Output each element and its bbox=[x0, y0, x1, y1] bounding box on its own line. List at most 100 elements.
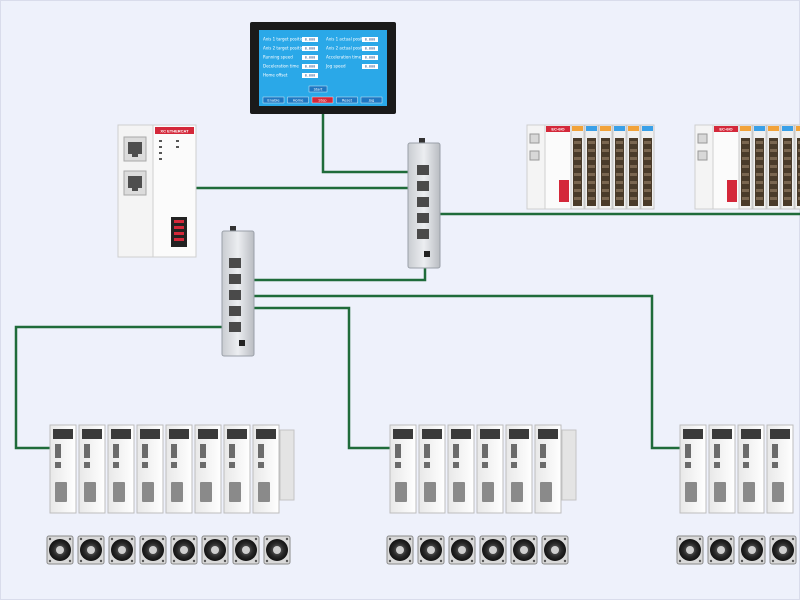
servo-motor[interactable] bbox=[676, 535, 704, 565]
hmi-row-label: Jog speed bbox=[325, 64, 346, 69]
io-module bbox=[570, 124, 585, 210]
servo-drive[interactable] bbox=[165, 424, 193, 514]
servo-motor[interactable] bbox=[417, 535, 445, 565]
servo-drive[interactable] bbox=[708, 424, 736, 514]
io-eth-port[interactable] bbox=[529, 150, 540, 161]
hmi-value-field[interactable] bbox=[302, 73, 318, 78]
controller-eth-port-2[interactable] bbox=[123, 170, 147, 196]
switch-antenna bbox=[419, 138, 425, 144]
servo-drive-connector bbox=[171, 444, 177, 458]
servo-motor[interactable] bbox=[77, 535, 105, 565]
servo-motor[interactable] bbox=[232, 535, 260, 565]
servo-motor[interactable] bbox=[108, 535, 136, 565]
servo-drive[interactable] bbox=[389, 424, 417, 514]
servo-drive[interactable] bbox=[107, 424, 135, 514]
hmi-row-label: Axis 2 target position bbox=[263, 46, 306, 51]
servo-drive-connector bbox=[113, 462, 119, 468]
servo-drive[interactable] bbox=[505, 424, 533, 514]
hmi-value: 0.000 bbox=[365, 38, 376, 42]
hmi-value-field[interactable] bbox=[302, 64, 318, 69]
switch-ports[interactable] bbox=[229, 258, 241, 332]
servo-drive[interactable] bbox=[49, 424, 77, 514]
hmi-bottom-button-label: Enable bbox=[267, 98, 280, 102]
servo-motor[interactable] bbox=[386, 535, 414, 565]
servo-drive[interactable] bbox=[737, 424, 765, 514]
hmi-row-label: Axis 2 actual position bbox=[326, 46, 369, 51]
servo-motor[interactable] bbox=[139, 535, 167, 565]
servo-drive-connector bbox=[395, 462, 401, 468]
servo-motor[interactable] bbox=[448, 535, 476, 565]
remote-io-station[interactable]: EC-6IO bbox=[694, 124, 800, 210]
hmi-start-button[interactable]: Start bbox=[308, 85, 328, 93]
io-module bbox=[598, 124, 613, 210]
hmi-value-field[interactable] bbox=[362, 46, 378, 51]
hmi-value-field[interactable] bbox=[362, 64, 378, 69]
remote-io-station[interactable]: EC-6IO bbox=[526, 124, 655, 210]
plc-controller[interactable]: XC ETHERCAT bbox=[117, 124, 197, 258]
hmi-value-field[interactable] bbox=[362, 55, 378, 60]
servo-drive-encoder-port bbox=[171, 482, 183, 502]
servo-drive-connector bbox=[685, 444, 691, 458]
servo-motor[interactable] bbox=[769, 535, 797, 565]
servo-drive[interactable] bbox=[418, 424, 446, 514]
servo-motor[interactable] bbox=[510, 535, 538, 565]
hmi-bottom-button[interactable]: Jog bbox=[360, 96, 383, 104]
io-header-label: EC-6IO bbox=[719, 127, 732, 132]
io-header-strip bbox=[546, 126, 570, 132]
servo-drive[interactable] bbox=[78, 424, 106, 514]
hmi-bottom-button[interactable]: Home bbox=[287, 96, 309, 104]
servo-drive[interactable] bbox=[194, 424, 222, 514]
servo-motor[interactable] bbox=[738, 535, 766, 565]
servo-motor[interactable] bbox=[46, 535, 74, 565]
switch-ports[interactable] bbox=[417, 165, 429, 239]
servo-motor[interactable] bbox=[707, 535, 735, 565]
servo-motor[interactable] bbox=[479, 535, 507, 565]
io-eth-port[interactable] bbox=[697, 150, 708, 161]
servo-drive[interactable] bbox=[679, 424, 707, 514]
ethernet-switch-top[interactable] bbox=[407, 138, 441, 269]
hmi-bottom-button[interactable]: Stop bbox=[311, 96, 334, 104]
controller-brand-label: XC ETHERCAT bbox=[160, 128, 189, 133]
servo-drive[interactable] bbox=[136, 424, 164, 514]
cable-switch-servo-group-2 bbox=[242, 306, 390, 450]
servo-drive-connector bbox=[395, 444, 401, 458]
servo-group-end-cap bbox=[561, 429, 577, 501]
servo-motor[interactable] bbox=[541, 535, 569, 565]
controller-eth-port-1[interactable] bbox=[123, 136, 147, 162]
hmi-bottom-button[interactable]: Reset bbox=[336, 96, 358, 104]
servo-motor[interactable] bbox=[170, 535, 198, 565]
servo-drive-connector bbox=[142, 462, 148, 468]
servo-motor[interactable] bbox=[201, 535, 229, 565]
servo-drive[interactable] bbox=[534, 424, 562, 514]
servo-drive[interactable] bbox=[223, 424, 251, 514]
servo-group-end-cap bbox=[279, 429, 295, 501]
servo-drive-connector bbox=[714, 462, 720, 468]
servo-drive[interactable] bbox=[447, 424, 475, 514]
hmi-value: 0.000 bbox=[305, 56, 316, 60]
servo-drive-connector bbox=[55, 462, 61, 468]
ethernet-switch-bottom[interactable] bbox=[221, 226, 255, 357]
io-eth-port[interactable] bbox=[529, 133, 540, 144]
hmi-bottom-button-label: Reset bbox=[342, 98, 353, 102]
servo-motor[interactable] bbox=[263, 535, 291, 565]
hmi-value-field[interactable] bbox=[302, 37, 318, 42]
hmi-value-field[interactable] bbox=[302, 46, 318, 51]
io-eth-port[interactable] bbox=[697, 133, 708, 144]
servo-drive[interactable] bbox=[476, 424, 504, 514]
servo-drive-display bbox=[480, 429, 500, 439]
servo-drive-encoder-port bbox=[229, 482, 241, 502]
hmi-value-field[interactable] bbox=[362, 37, 378, 42]
servo-drive-encoder-port bbox=[511, 482, 523, 502]
servo-drive-connector bbox=[453, 462, 459, 468]
servo-drive-encoder-port bbox=[395, 482, 407, 502]
hmi-value-field[interactable] bbox=[302, 55, 318, 60]
servo-drive-connector bbox=[540, 444, 546, 458]
hmi-row-label: Deceleration time bbox=[263, 64, 299, 69]
servo-drive[interactable] bbox=[252, 424, 280, 514]
servo-drive[interactable] bbox=[766, 424, 794, 514]
hmi-bottom-button[interactable]: Enable bbox=[262, 96, 285, 104]
